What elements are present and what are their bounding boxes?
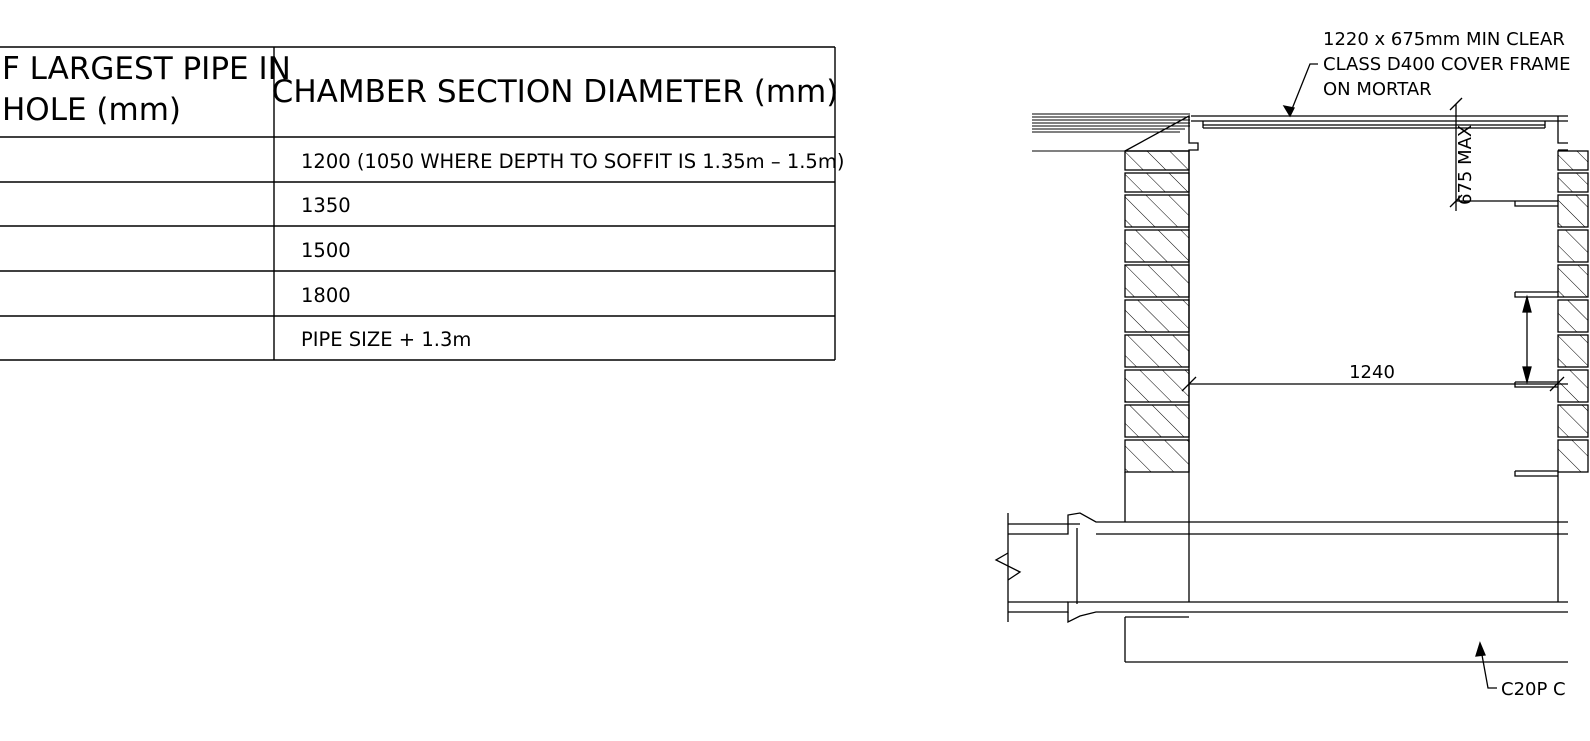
table-cell-diameter: 1350 (301, 194, 351, 217)
table-cell-diameter: PIPE SIZE + 1.3m (301, 328, 471, 351)
step-spacing-dimension (1522, 294, 1532, 385)
dim-675-max (1449, 97, 1515, 211)
table-cell-diameter: 1500 (301, 239, 351, 262)
table-header-right: CHAMBER SECTION DIAMETER (mm) (272, 74, 839, 110)
cover-note-line3: ON MORTAR (1323, 79, 1432, 100)
step-irons (1514, 200, 1558, 477)
table-header-left-line1: F LARGEST PIPE IN (2, 51, 291, 87)
dim-1240-label: 1240 (1349, 362, 1395, 383)
ground-surface-lines (1032, 113, 1190, 152)
base-note: C20P C (1501, 679, 1566, 700)
base-leader (1475, 641, 1497, 689)
dim-675-max-label: 675 MAX (1455, 125, 1476, 205)
table-cell-diameter: 1800 (301, 284, 351, 307)
table-cell-diameter: 1200 (1050 WHERE DEPTH TO SOFFIT IS 1.35… (301, 150, 844, 173)
chamber-wall-right (1557, 150, 1589, 602)
chamber-size-table (0, 46, 836, 361)
cover-note-line1: 1220 x 675mm MIN CLEAR (1323, 29, 1565, 50)
dim-1240 (1181, 376, 1568, 392)
inlet-pipe (994, 512, 1568, 624)
frame-bedding (1124, 114, 1199, 152)
manhole-section (994, 63, 1589, 689)
table-header-left-line2: HOLE (mm) (2, 92, 181, 128)
concrete-base (1124, 616, 1568, 663)
cover-leader (1282, 63, 1318, 118)
cover-note-line2: CLASS D400 COVER FRAME (1323, 54, 1571, 75)
cover-frame (1191, 115, 1568, 151)
brick-courses (1124, 150, 1190, 473)
